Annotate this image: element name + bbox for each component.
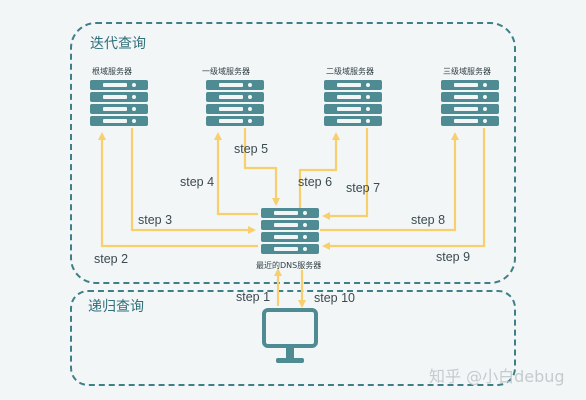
arrow-step-8 bbox=[320, 132, 459, 232]
level1-server-label: 一级域服务器 bbox=[202, 67, 250, 76]
step-2-label: step 2 bbox=[94, 252, 129, 266]
iterative-query-region bbox=[70, 22, 516, 284]
watermark: 知乎 @小白debug bbox=[429, 367, 565, 386]
step-6-label: step 6 bbox=[298, 175, 333, 189]
level2-server-icon bbox=[324, 80, 382, 128]
arrow-step-2 bbox=[98, 132, 258, 248]
step-5-label: step 5 bbox=[234, 142, 269, 156]
step-1-label: step 1 bbox=[236, 290, 271, 304]
step-3-label: step 3 bbox=[138, 213, 173, 227]
local-dns-server-label: 最近的DNS服务器 bbox=[256, 261, 322, 270]
level3-server-label: 三级域服务器 bbox=[443, 67, 491, 76]
level3-server-icon bbox=[441, 80, 499, 128]
arrow-step-4 bbox=[214, 132, 258, 216]
arrow-step-3 bbox=[130, 128, 256, 234]
step-4-label: step 4 bbox=[180, 175, 215, 189]
arrow-step-9 bbox=[322, 128, 486, 250]
arrow-step-5 bbox=[243, 128, 280, 206]
step-10-label: step 10 bbox=[314, 291, 356, 305]
level2-server-label: 二级域服务器 bbox=[326, 67, 374, 76]
step-7-label: step 7 bbox=[346, 181, 381, 195]
step-9-label: step 9 bbox=[436, 250, 471, 264]
local-dns-server-icon bbox=[261, 208, 319, 256]
recursive-query-title: 递归查询 bbox=[88, 299, 144, 315]
arrow-step-7 bbox=[322, 128, 369, 220]
root-server-label: 根域服务器 bbox=[92, 67, 132, 76]
recursive-query-region bbox=[70, 290, 516, 386]
arrow-step-6 bbox=[298, 132, 340, 208]
step-8-label: step 8 bbox=[411, 213, 446, 227]
root-server-icon bbox=[90, 80, 148, 128]
computer-icon bbox=[262, 308, 318, 363]
level1-server-icon bbox=[206, 80, 264, 128]
iterative-query-title: 迭代查询 bbox=[90, 36, 146, 52]
